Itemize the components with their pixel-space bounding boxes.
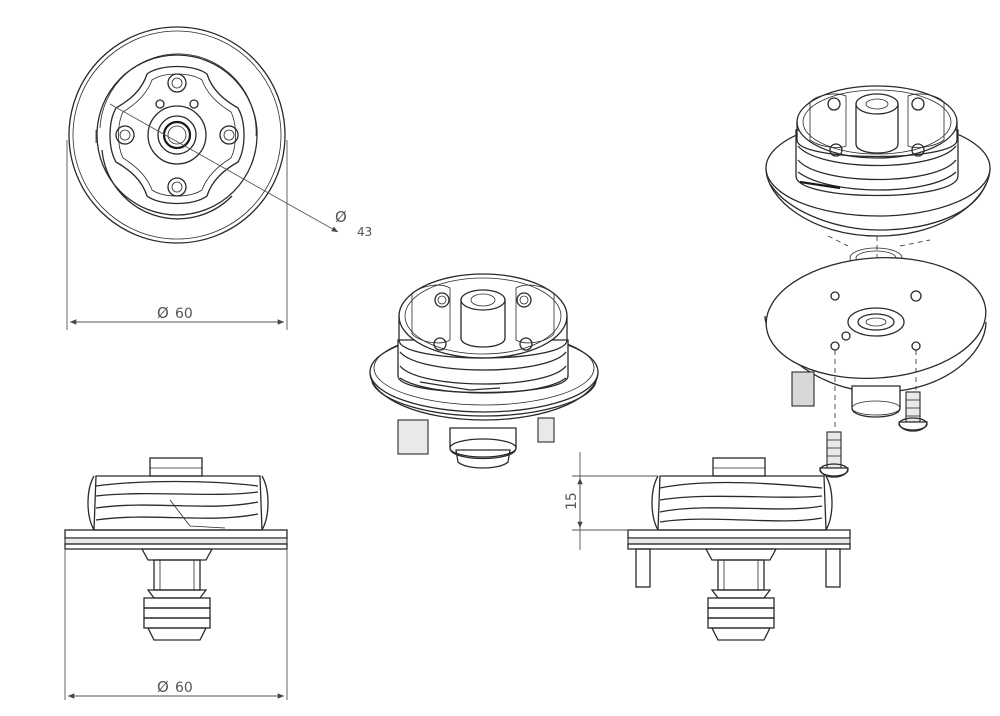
screw-left — [819, 431, 849, 478]
top-view — [66, 26, 339, 330]
top-view-hole-dim-symbol: Ø — [335, 208, 347, 226]
top-view-width-dim-symbol: Ø — [157, 304, 169, 322]
front-view-width-dim-symbol: Ø — [157, 678, 169, 696]
side-view — [572, 452, 851, 641]
exploded-view — [764, 85, 991, 478]
isometric-view — [369, 273, 599, 469]
front-view — [64, 457, 288, 700]
screw-right — [898, 391, 928, 432]
top-view-width-dim-value: 60 — [175, 306, 193, 322]
side-view-height-dim-value: 15 — [564, 492, 580, 510]
top-view-hole-dim-value: 43 — [357, 225, 372, 239]
front-view-width-dim-value: 60 — [175, 680, 193, 696]
